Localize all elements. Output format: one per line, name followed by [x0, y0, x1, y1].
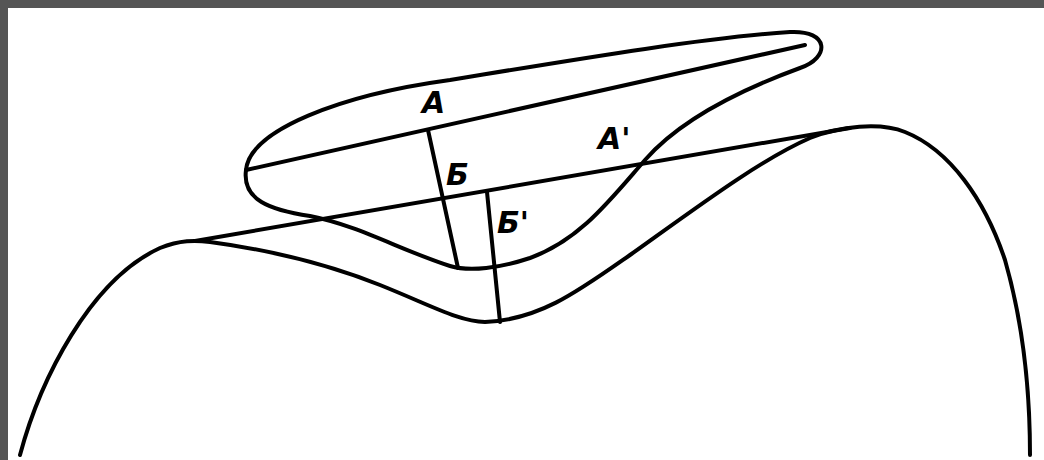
normal-line — [428, 130, 458, 268]
frame-border — [0, 0, 8, 460]
point-label: А' — [598, 124, 630, 154]
frame-border — [0, 0, 1044, 8]
upper-closed-curve — [246, 32, 822, 269]
chord-line — [195, 128, 850, 241]
point-label: Б — [446, 160, 469, 190]
point-label: А — [422, 88, 445, 118]
lower-curve — [20, 126, 1030, 455]
point-label: Б' — [497, 208, 529, 238]
